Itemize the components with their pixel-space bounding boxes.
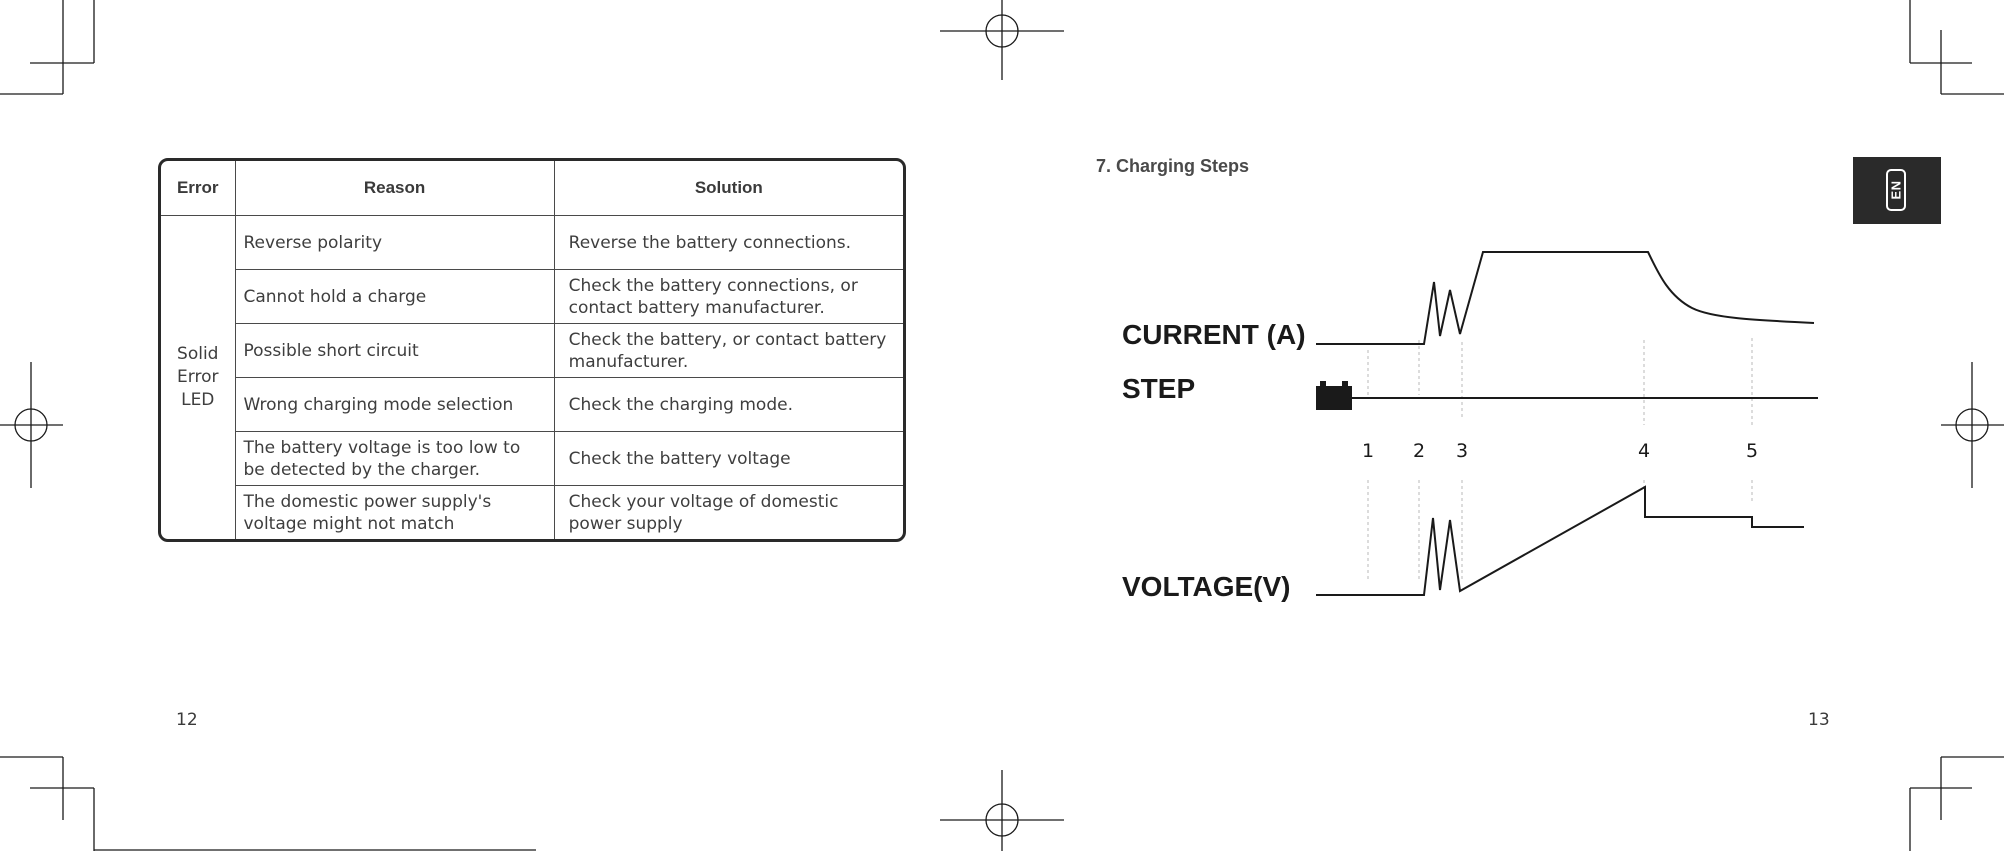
table-row: Solid Error LED Reverse polarity Reverse… (161, 216, 903, 539)
section-title: 7. Charging Steps (1096, 156, 1250, 176)
error-label-line: Error (177, 367, 219, 387)
error-type-cell: Solid Error LED (161, 216, 236, 539)
step-number-1: 1 (1362, 440, 1374, 462)
step-number-2: 2 (1413, 440, 1425, 462)
page-number-right: 13 (1808, 710, 1830, 730)
reason-cell: Wrong charging mode selection (235, 378, 555, 432)
label-current: CURRENT (A) (1122, 319, 1306, 350)
step-number-3: 3 (1456, 440, 1468, 462)
battery-icon (1316, 381, 1352, 410)
error-table: Error Reason Solution Solid Error LED Re… (158, 158, 906, 542)
solution-cell: Check the charging mode. (554, 378, 903, 432)
language-tab: EN (1853, 157, 1941, 224)
table-row: The domestic power supply's voltage migh… (161, 486, 903, 539)
step-guide-lines (1367, 338, 1753, 582)
current-curve (1316, 251, 1815, 345)
voltage-curve (1316, 485, 1804, 596)
charging-steps-diagram: CURRENT (A) STEP VOLTAGE(V) 1 2 3 (1122, 251, 1818, 602)
solution-cell: Check the battery, or contact battery ma… (554, 324, 903, 378)
table-row: The battery voltage is too low to be det… (161, 432, 903, 486)
label-voltage: VOLTAGE(V) (1122, 571, 1291, 602)
step-number-4: 4 (1638, 440, 1650, 462)
reason-cell: Reverse polarity (235, 216, 555, 270)
table-header-row: Error Reason Solution (161, 161, 903, 216)
reason-cell: Possible short circuit (235, 324, 555, 378)
solution-cell: Check the battery connections, or contac… (554, 270, 903, 324)
reason-cell: The domestic power supply's voltage migh… (236, 486, 555, 539)
header-solution: Solution (554, 161, 903, 216)
table-row: Cannot hold a charge Check the battery c… (161, 270, 903, 324)
header-reason: Reason (235, 161, 555, 216)
header-error: Error (161, 161, 236, 216)
table-row: Possible short circuit Check the battery… (161, 324, 903, 378)
error-label-line: Solid (177, 344, 219, 364)
error-label-line: LED (181, 390, 215, 410)
language-badge: EN (1886, 169, 1906, 211)
reason-cell: Cannot hold a charge (235, 270, 555, 324)
solution-cell: Check the battery voltage (554, 432, 903, 486)
solution-cell: Reverse the battery connections. (554, 216, 903, 270)
left-page: Error Reason Solution Solid Error LED Re… (158, 158, 906, 730)
label-step: STEP (1122, 373, 1195, 404)
page-number-left: 12 (176, 710, 198, 730)
reason-cell: The battery voltage is too low to be det… (235, 432, 555, 486)
step-number-5: 5 (1746, 440, 1758, 462)
right-page: 7. Charging Steps EN CURRENT (A) STEP VO… (1002, 0, 2004, 851)
table-row: Wrong charging mode selection Check the … (161, 378, 903, 432)
solution-cell: Check your voltage of domestic power sup… (568, 491, 839, 534)
language-label: EN (1888, 180, 1904, 200)
